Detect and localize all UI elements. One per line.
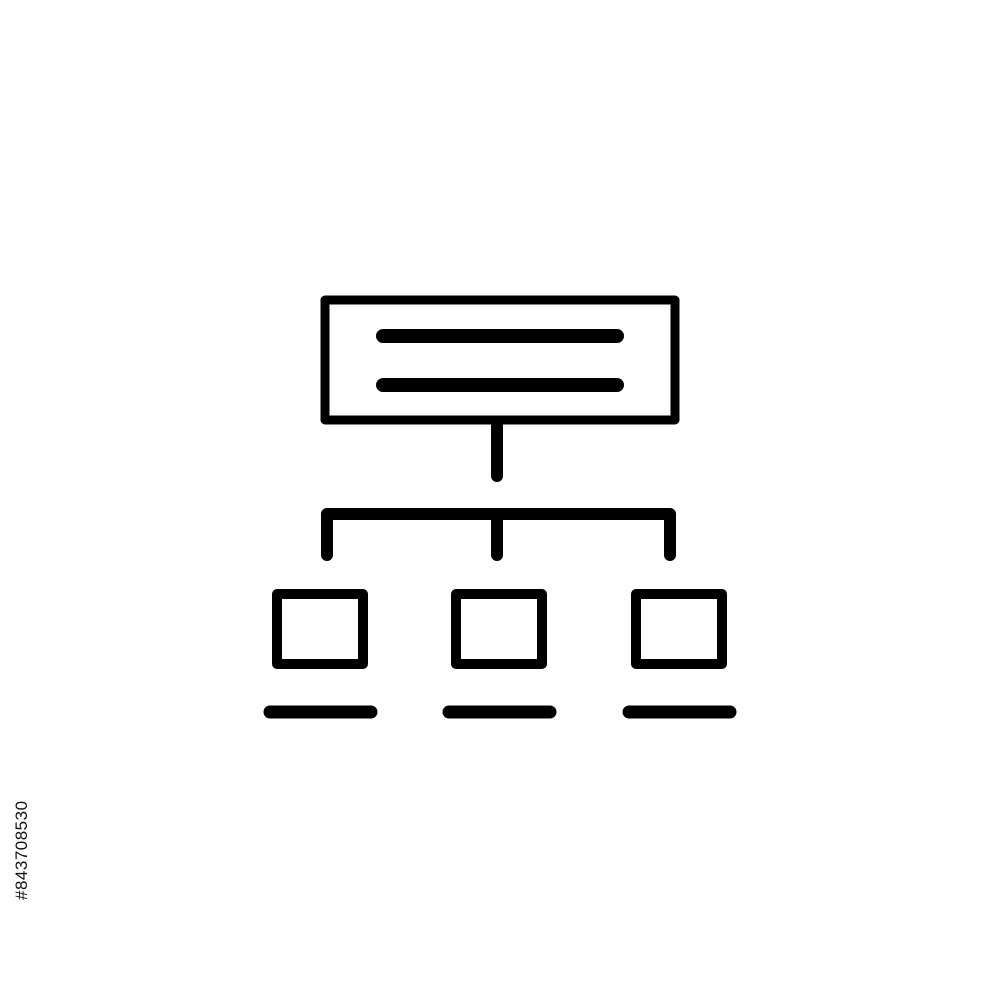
child-node-right [622, 589, 737, 719]
stock-id-label: #843708530 [12, 800, 31, 900]
child-box-left [272, 589, 368, 669]
parent-node [320, 295, 680, 425]
parent-box [320, 295, 680, 425]
child-box-right [631, 589, 727, 669]
child-node-center [442, 589, 557, 719]
child-box-center [451, 589, 547, 669]
connector-lines [321, 418, 676, 561]
child-node-left [263, 589, 378, 719]
